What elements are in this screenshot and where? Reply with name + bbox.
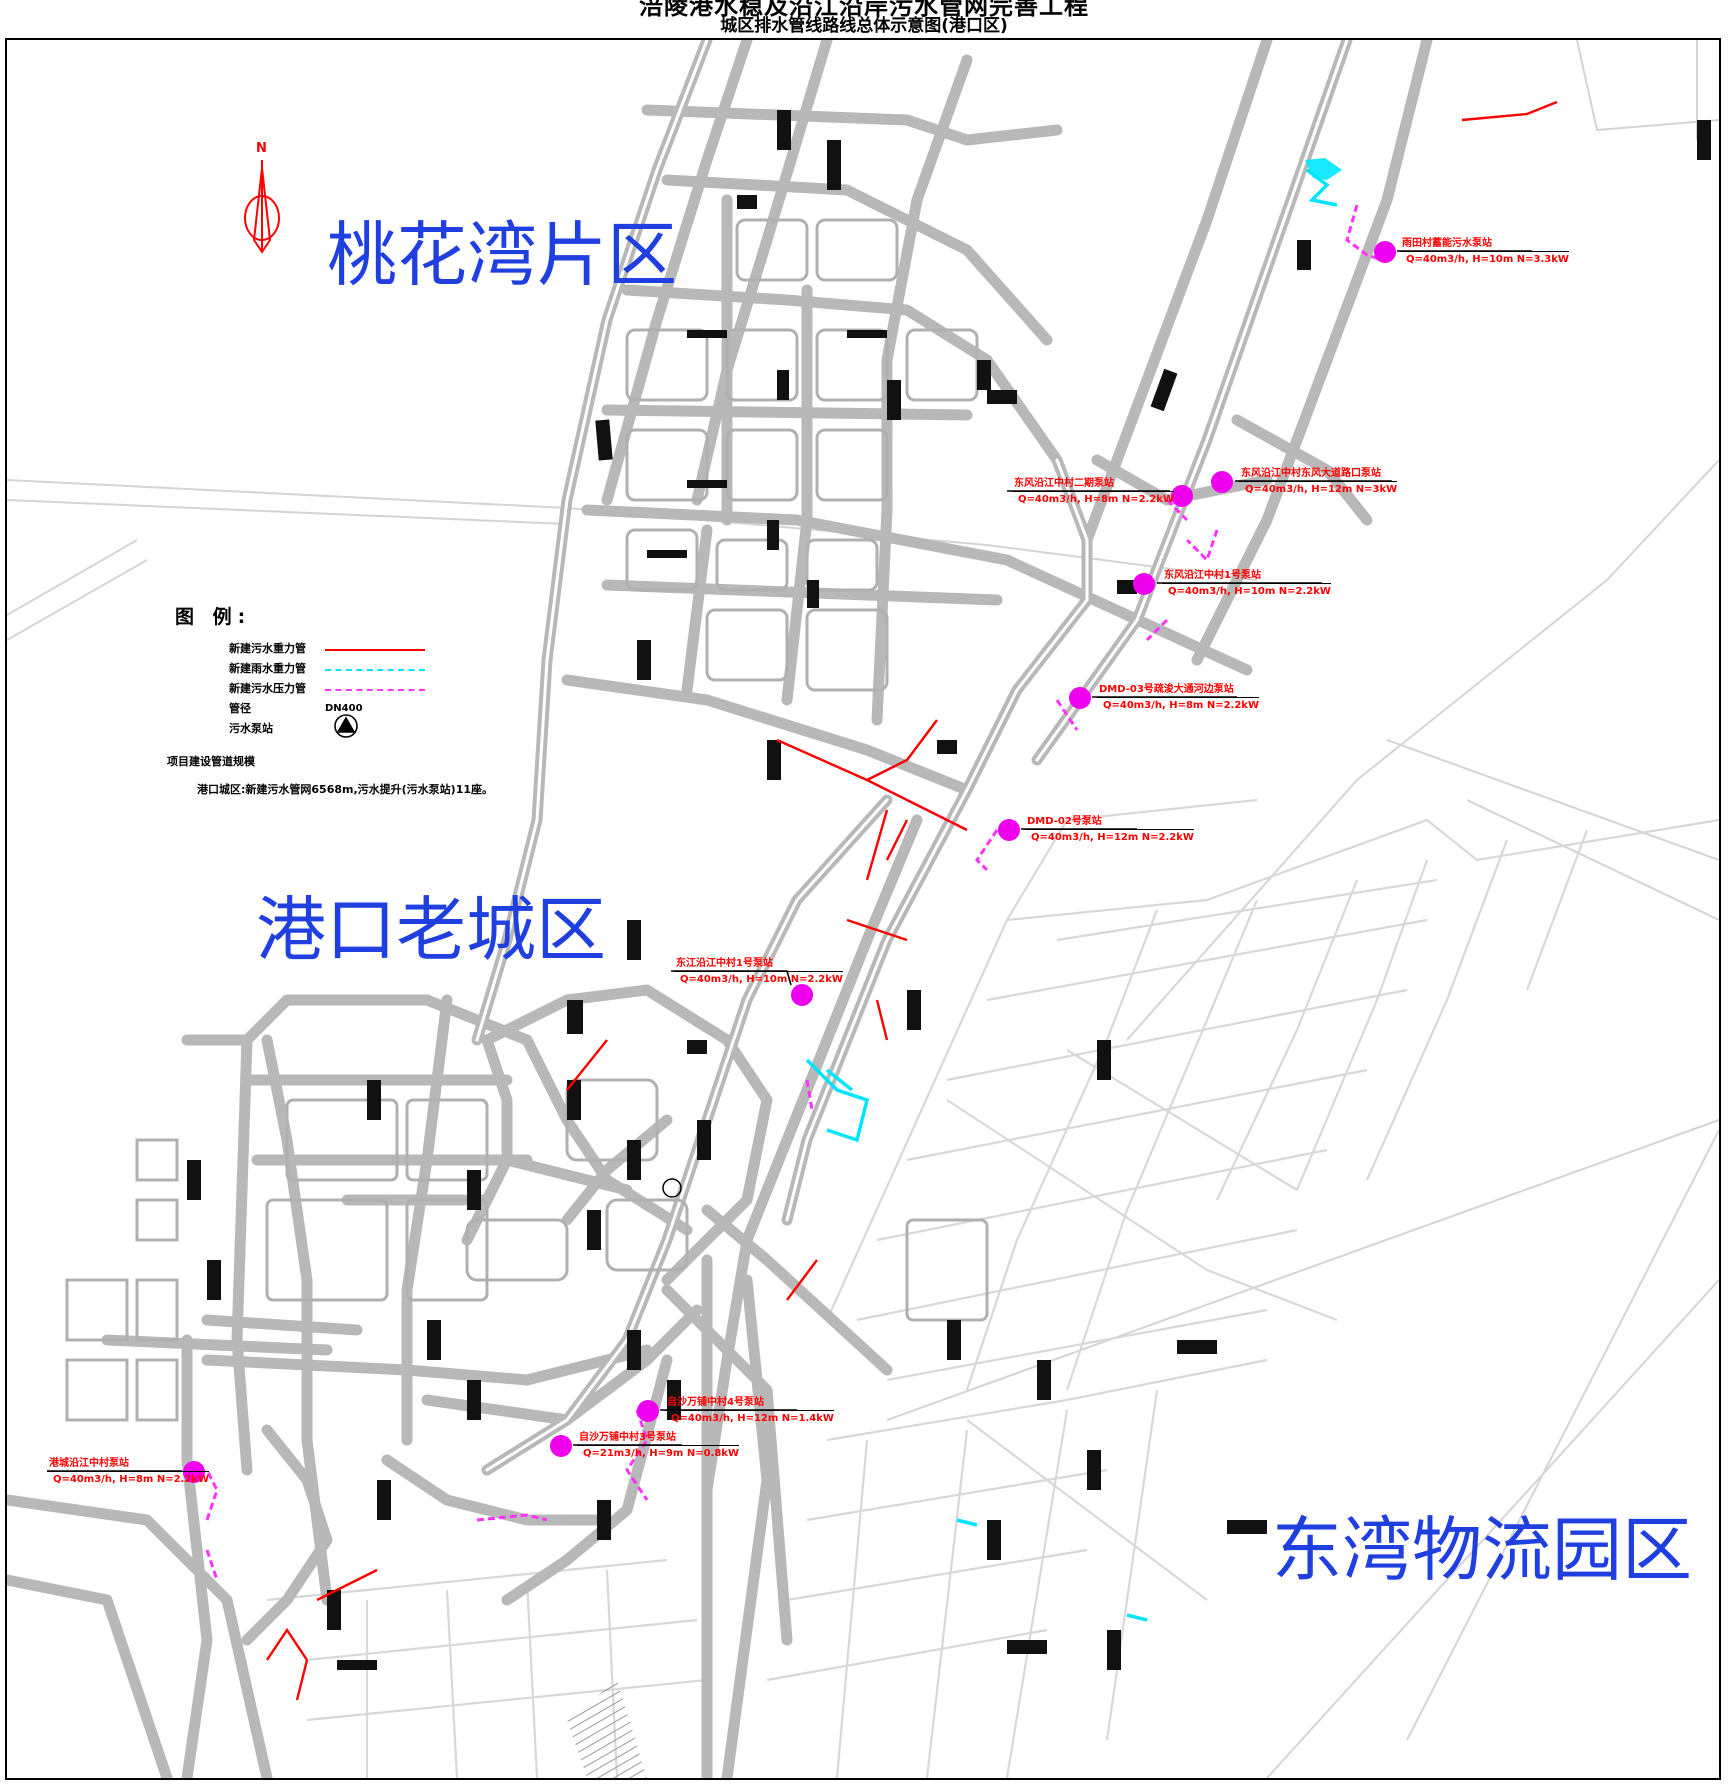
legend-swatch-red [325,649,425,651]
pump-station-marker [1069,687,1091,709]
station-title: 自沙万铺中村4号泵站 [665,1396,834,1411]
station-spec: Q=40m3/h, H=12m N=3kW [1245,484,1398,495]
city-blocks [65,218,989,1422]
station-title: 东江沿江中村1号泵站 [674,957,843,972]
roundabout-marker [662,1178,682,1198]
station-spec: Q=21m3/h, H=9m N=0.8kW [583,1448,739,1459]
pump-station-marker [1374,241,1396,263]
station-title: 自沙万铺中村3号泵站 [577,1431,739,1446]
legend-row-gravity: 新建污水重力管 [229,639,527,659]
station-label-2[interactable]: 东风沿江中村二期泵站 Q=40m3/h, H=8m N=2.2kW [1012,477,1174,506]
legend-row-pressure: 新建污水压力管 [229,679,527,699]
legend-row-storm: 新建雨水重力管 [229,659,527,679]
map-subtitle: 城区排水管线路线总体示意图(港口区) [720,16,1008,36]
station-label-6[interactable]: 东江沿江中村1号泵站 Q=40m3/h, H=10m N=2.2kW [674,957,843,986]
legend-label: 污水泵站 [229,722,273,735]
legend-swatch-cyan [325,669,425,671]
district-dongwan: 东湾物流园区 [1272,1509,1692,1591]
road-labels [187,110,1711,1670]
station-spec: Q=40m3/h, H=8m N=2.2kW [53,1474,209,1485]
legend-value: DN400 [325,703,363,714]
legend-label: 新建雨水重力管 [229,662,306,675]
road-centerlines [475,40,1349,1472]
legend-label: 新建污水重力管 [229,642,306,655]
legend-row-pump: 污水泵站 [229,719,527,739]
station-label-5[interactable]: DMD-02号泵站 Q=40m3/h, H=12m N=2.2kW [1025,815,1194,844]
pump-station-marker [1133,573,1155,595]
pump-station-marker [637,1400,659,1422]
district-gangkou: 港口老城区 [256,889,606,971]
station-label-8[interactable]: 自沙万铺中村3号泵站 Q=21m3/h, H=9m N=0.8kW [577,1431,739,1460]
district-taohuawan: 桃花湾片区 [327,214,677,296]
sewage-pump-legend-symbol [334,714,358,738]
pump-station-marker [1171,485,1193,507]
legend-label: 管径 [229,702,251,715]
legend-note-heading: 项目建设管道规模 [167,755,255,768]
legend: 图 例: 新建污水重力管 新建雨水重力管 新建污水压力管 管径 DN400 污水… [167,602,527,797]
station-label-3[interactable]: 东风沿江中村1号泵站 Q=40m3/h, H=10m N=2.2kW [1162,569,1331,598]
station-title: 东风沿江中村1号泵站 [1162,569,1331,584]
station-spec: Q=40m3/h, H=10m N=2.2kW [1168,586,1331,597]
legend-note-text: 港口城区:新建污水管网6568m,污水提升(污水泵站)11座。 [197,783,494,796]
map-title: 涪陵港水稳及沿江沿岸污水管网完善工程 [639,0,1089,20]
station-label-1[interactable]: 东风沿江中村东风大道路口泵站 Q=40m3/h, H=12m N=3kW [1239,467,1398,496]
road-network [7,40,1433,1778]
pump-station-marker [183,1461,205,1483]
station-spec: Q=40m3/h, H=10m N=3.3kW [1406,254,1569,265]
station-title: DMD-03号疏浚大通河边泵站 [1097,683,1259,698]
map-frame[interactable]: N 桃花湾片区 港口老城区 东湾物流园区 图 例: 新建污水重力管 新建雨水重力… [5,38,1721,1780]
lake-feature [1305,158,1342,180]
station-spec: Q=40m3/h, H=8m N=2.2kW [1018,494,1174,505]
station-title: 东风沿江中村东风大道路口泵站 [1239,467,1398,482]
pump-station-marker [550,1435,572,1457]
hatched-areas [567,1680,647,1778]
station-spec: Q=40m3/h, H=8m N=2.2kW [1103,700,1259,711]
legend-title: 图 例: [175,606,252,628]
compass-north-label: N [256,141,267,156]
map-header: 涪陵港水稳及沿江沿岸污水管网完善工程 城区排水管线路线总体示意图(港口区) [0,0,1728,38]
pump-station-marker [791,984,813,1006]
station-title: DMD-02号泵站 [1025,815,1194,830]
map-canvas[interactable]: N [7,40,1719,1778]
station-spec: Q=40m3/h, H=12m N=2.2kW [1031,832,1194,843]
pump-station-marker [1211,471,1233,493]
station-label-9[interactable]: 港城沿江中村泵站 Q=40m3/h, H=8m N=2.2kW [47,1457,209,1486]
legend-swatch-magenta [325,689,425,691]
pressure-sewer-pipes [205,204,1383,1581]
station-label-4[interactable]: DMD-03号疏浚大通河边泵站 Q=40m3/h, H=8m N=2.2kW [1097,683,1259,712]
station-title: 东风沿江中村二期泵站 [1012,477,1174,492]
pump-stations [183,241,1396,1483]
gravity-sewer-pipes [266,100,1558,1701]
legend-row-diameter: 管径 DN400 [229,699,527,719]
station-label-7[interactable]: 自沙万铺中村4号泵站 Q=40m3/h, H=12m N=1.4kW [665,1396,834,1425]
legend-label: 新建污水压力管 [229,682,306,695]
station-label-0[interactable]: 雨田村蓄能污水泵站 Q=40m3/h, H=10m N=3.3kW [1400,237,1569,266]
pump-station-marker [998,819,1020,841]
station-spec: Q=40m3/h, H=10m N=2.2kW [680,974,843,985]
compass-rose [244,160,280,254]
station-title: 雨田村蓄能污水泵站 [1400,237,1569,252]
station-title: 港城沿江中村泵站 [47,1457,209,1472]
station-spec: Q=40m3/h, H=12m N=1.4kW [671,1413,834,1424]
